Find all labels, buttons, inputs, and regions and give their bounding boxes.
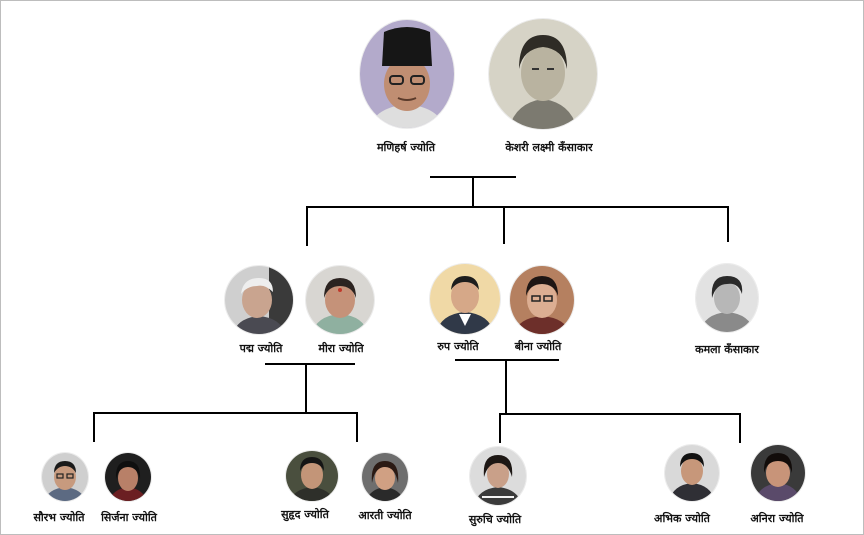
- portrait-man-icon: [286, 451, 338, 501]
- person-name: बीना ज्योति: [514, 340, 562, 353]
- portrait-woman-icon: [105, 453, 151, 501]
- grandchild-drop-abhik: [739, 413, 741, 443]
- grandchild-drop-suhrid: [356, 412, 358, 442]
- portrait-man-topi-icon: [360, 20, 454, 128]
- person-name: आरती ज्योति: [358, 509, 412, 522]
- child-drop-padma: [306, 206, 308, 246]
- padma-meera-couple-line: [265, 363, 355, 365]
- grandparents-descent-line: [472, 176, 474, 207]
- person-name: सौरभ ज्योति: [33, 511, 85, 524]
- padma-meera-descent-line: [305, 363, 307, 414]
- grandchild-drop-suruchi: [499, 413, 501, 443]
- person-name: केशरी लक्ष्मी कँसाकार: [505, 141, 593, 154]
- portrait-woman-vintage-icon: [489, 19, 597, 129]
- portrait-woman-icon: [470, 447, 526, 505]
- person-name: मीरा ज्योति: [318, 342, 364, 355]
- person-name: सुहृद ज्योति: [281, 508, 329, 521]
- person-name: मणिहर्ष ज्योति: [376, 141, 436, 154]
- person-name: पद्म ज्योति: [239, 342, 283, 355]
- padma-children-sibling-line: [93, 412, 358, 414]
- portrait-elderly-woman-icon: [306, 266, 374, 334]
- portrait-man-icon: [665, 445, 719, 501]
- portrait-woman-icon: [751, 445, 805, 501]
- rup-children-sibling-line: [499, 413, 741, 415]
- person-name: सुरुचि ज्योति: [468, 513, 522, 526]
- portrait-man-glasses-icon: [42, 453, 88, 501]
- child-drop-rup: [503, 206, 505, 244]
- grandchild-drop-saurav: [93, 412, 95, 442]
- portrait-girl-vintage-icon: [696, 264, 758, 332]
- portrait-woman-icon: [362, 453, 408, 501]
- person-name: रुप ज्योति: [437, 340, 479, 353]
- children-sibling-line: [306, 206, 729, 208]
- person-name: सिर्जना ज्योति: [101, 511, 157, 524]
- portrait-elderly-man-icon: [225, 266, 293, 334]
- rup-bina-descent-line: [505, 359, 507, 415]
- person-name: अनिरा ज्योति: [750, 512, 804, 525]
- person-name: कमला कँसाकार: [695, 343, 759, 356]
- rup-bina-couple-line: [455, 359, 559, 361]
- portrait-woman-glasses-icon: [510, 266, 574, 334]
- portrait-man-suit-icon: [430, 264, 500, 334]
- child-drop-kamala: [727, 206, 729, 242]
- person-name: अभिक ज्योति: [654, 512, 710, 525]
